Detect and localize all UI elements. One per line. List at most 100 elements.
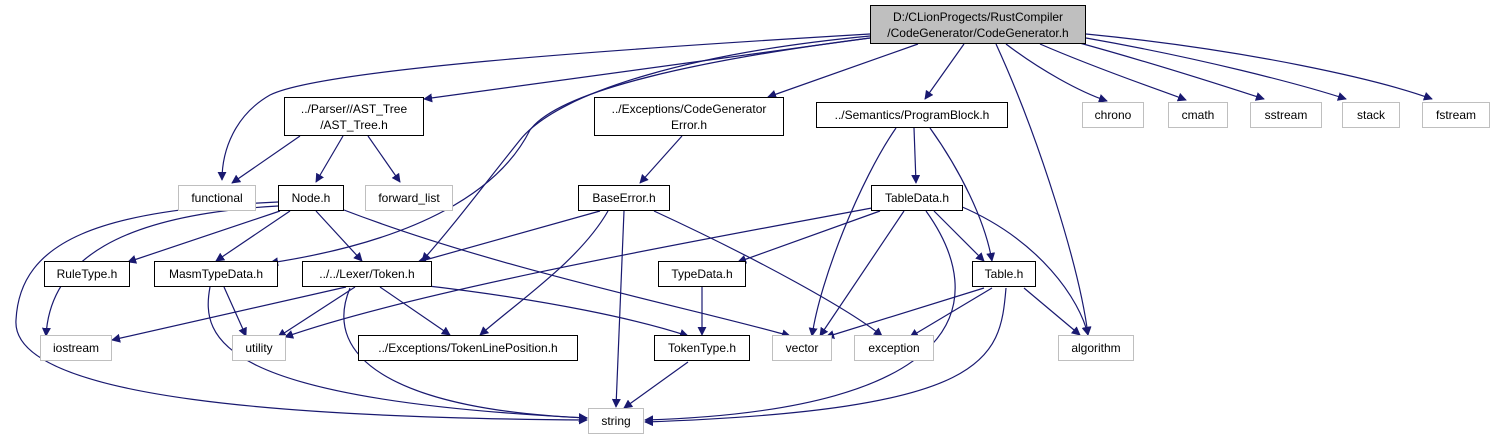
node-label: ../Semantics/ProgramBlock.h xyxy=(834,108,990,122)
edge-token-token-type xyxy=(419,284,689,338)
node-label: functional xyxy=(191,191,243,205)
node-sstream[interactable]: sstream xyxy=(1250,102,1322,128)
node-string[interactable]: string xyxy=(588,408,644,434)
node-fstream[interactable]: fstream xyxy=(1422,102,1490,128)
node-cmath[interactable]: cmath xyxy=(1168,102,1228,128)
node-label: ../../Lexer/Token.h xyxy=(319,267,415,281)
edge-tabledata-utility xyxy=(284,207,873,339)
edge-node-masm xyxy=(215,210,291,262)
node-label: utility xyxy=(245,341,273,355)
node-label: /CodeGenerator/CodeGenerator.h xyxy=(887,25,1069,40)
node-label: TableData.h xyxy=(884,191,950,205)
edge-root-sstream xyxy=(1075,41,1265,101)
edge-root-algorithm xyxy=(995,43,1092,336)
node-iostream[interactable]: iostream xyxy=(40,335,112,361)
node-label: Table.h xyxy=(984,267,1024,281)
edge-table-algorithm xyxy=(1023,287,1081,336)
edge-base-token-line-position xyxy=(479,210,609,336)
edge-tabledata-vector xyxy=(819,210,905,337)
edge-root-chrono xyxy=(1005,43,1108,103)
edge-ast-forward-list xyxy=(367,135,401,183)
node-label: TypeData.h xyxy=(671,267,733,281)
node-label: Node.h xyxy=(291,191,331,205)
edge-table-vector xyxy=(825,287,985,339)
edge-program-table xyxy=(929,127,996,262)
node-type-data-h[interactable]: TypeData.h xyxy=(658,261,746,287)
edge-root-stack xyxy=(1085,37,1347,101)
node-ast-tree-h[interactable]: ../Parser//AST_Tree /AST_Tree.h xyxy=(284,97,424,136)
node-label: ../Parser//AST_Tree xyxy=(300,101,408,116)
edge-tabledata-algorithm xyxy=(959,205,1091,336)
node-forward-list[interactable]: forward_list xyxy=(365,185,453,211)
node-label: D:/CLionProgects/RustCompiler xyxy=(892,9,1064,24)
node-label: fstream xyxy=(1435,108,1476,122)
edge-tabledata-table xyxy=(933,210,985,262)
node-token-h[interactable]: ../../Lexer/Token.h xyxy=(302,261,432,287)
node-base-error-h[interactable]: BaseError.h xyxy=(578,185,670,211)
edge-tokentype-string xyxy=(623,361,689,409)
node-label: RuleType.h xyxy=(56,267,118,281)
node-label: chrono xyxy=(1094,108,1132,122)
node-token-type-h[interactable]: TokenType.h xyxy=(654,335,750,361)
edge-codegen-base-error xyxy=(639,135,683,184)
node-masm-type-data-h[interactable]: MasmTypeData.h xyxy=(154,261,278,287)
edge-table-exception xyxy=(909,287,993,338)
edge-token-token-line-position xyxy=(379,286,451,336)
edge-masm-string xyxy=(207,286,588,423)
node-algorithm[interactable]: algorithm xyxy=(1058,335,1134,361)
node-label: ../Exceptions/TokenLinePosition.h xyxy=(378,341,558,355)
node-label: MasmTypeData.h xyxy=(168,267,264,281)
edge-program-table-data xyxy=(911,127,921,184)
node-label: BaseError.h xyxy=(592,191,656,205)
edge-ast-functional xyxy=(231,135,301,184)
node-node-h[interactable]: Node.h xyxy=(278,185,344,211)
edge-node-rule-type xyxy=(127,210,281,264)
node-label: ../Exceptions/CodeGenerator xyxy=(611,101,767,116)
node-vector[interactable]: vector xyxy=(772,335,832,361)
node-label: algorithm xyxy=(1071,341,1121,355)
edge-root-token xyxy=(421,35,871,262)
node-label: TokenType.h xyxy=(667,341,737,355)
edge-root-cmath xyxy=(1039,43,1187,102)
edge-token-iostream xyxy=(111,286,347,343)
edge-root-functional xyxy=(217,33,871,181)
edge-node-token xyxy=(315,210,363,262)
node-label: iostream xyxy=(52,341,99,355)
node-stack[interactable]: stack xyxy=(1342,102,1400,128)
node-rule-type-h[interactable]: RuleType.h xyxy=(44,261,130,287)
edge-node-iostream xyxy=(41,205,279,337)
edge-token-string xyxy=(343,287,588,423)
node-label: /AST_Tree.h xyxy=(320,117,388,132)
edge-base-string xyxy=(611,210,625,408)
edge-program-vector xyxy=(808,127,897,337)
edge-tabledata-typedata xyxy=(737,210,881,264)
edge-masm-utility xyxy=(223,286,247,337)
node-token-line-position-h[interactable]: ../Exceptions/TokenLinePosition.h xyxy=(358,335,578,361)
edge-root-fstream xyxy=(1085,33,1433,101)
edge-node-string xyxy=(15,201,588,425)
node-label: forward_list xyxy=(378,191,440,205)
edge-node-vector xyxy=(343,209,791,339)
node-functional[interactable]: functional xyxy=(178,185,256,211)
node-code-generator-h[interactable]: D:/CLionProgects/RustCompiler /CodeGener… xyxy=(870,5,1086,44)
node-label: Error.h xyxy=(670,117,707,132)
node-label: cmath xyxy=(1181,108,1215,122)
edge-base-token xyxy=(417,210,601,265)
node-label: sstream xyxy=(1264,108,1308,122)
node-table-h[interactable]: Table.h xyxy=(972,261,1036,287)
node-utility[interactable]: utility xyxy=(232,335,286,361)
node-chrono[interactable]: chrono xyxy=(1082,102,1144,128)
edge-root-program-block xyxy=(924,43,965,100)
edge-token-utility xyxy=(277,286,356,338)
node-table-data-h[interactable]: TableData.h xyxy=(871,185,963,211)
node-exception[interactable]: exception xyxy=(854,335,934,361)
edge-ast-node xyxy=(315,135,344,183)
edge-root-codegen-error xyxy=(767,43,919,99)
node-program-block-h[interactable]: ../Semantics/ProgramBlock.h xyxy=(816,102,1008,128)
edge-root-masm xyxy=(269,37,871,267)
node-label: vector xyxy=(785,341,819,355)
node-label: exception xyxy=(868,341,920,355)
node-label: stack xyxy=(1356,108,1385,122)
node-codegenerator-error-h[interactable]: ../Exceptions/CodeGenerator Error.h xyxy=(594,97,784,136)
